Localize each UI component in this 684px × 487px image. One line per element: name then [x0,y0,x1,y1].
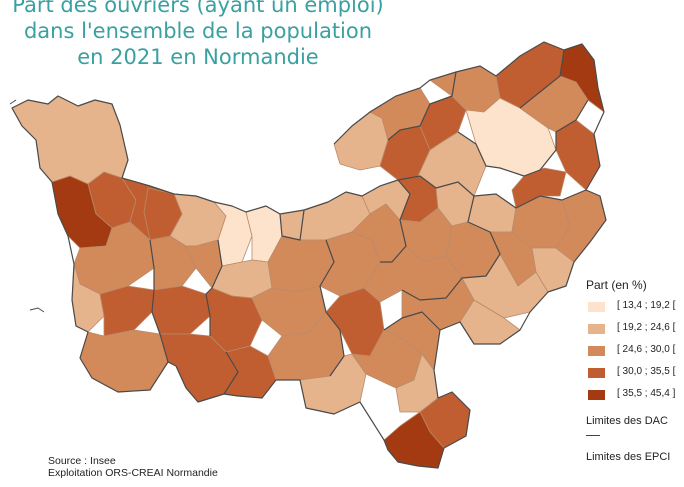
dac-boundary-interior-2 [205,239,223,336]
legend-epci-label: Limites des EPCI [586,451,671,463]
dac-boundary-interior-8 [457,99,589,177]
dac-boundary-interior-11 [279,209,305,241]
dac-boundary-interior-10 [563,43,605,191]
title-line-3: en 2021 en Normandie [77,45,319,69]
legend-dac-line [586,435,600,436]
source-note: Source : Insee Exploitation ORS-CREAI No… [48,455,218,479]
epci-le-havre [333,111,389,171]
epci-mortain [151,285,211,335]
source-line-2: Exploitation ORS-CREAI Normandie [48,467,218,479]
source-line-1: Source : Insee [48,455,116,467]
legend-dac-label: Limites des DAC [586,415,668,427]
legend-swatch-5 [588,390,605,400]
legend-label-5: [ 35,5 ; 45,4 ] [617,388,676,399]
dac-boundary-interior-12 [223,351,239,395]
dac-boundary-manche [11,95,607,469]
dac-boundary-interior-7 [387,71,457,141]
map-legend: Part (en %) [ 13,4 ; 19,2 [ [ 19,2 ; 24,… [586,278,675,481]
legend-class-4: [ 30,0 ; 35,5 [ [586,365,675,387]
legend-swatch-1 [588,302,605,312]
legend-label-3: [ 24,6 ; 30,0 [ [617,344,676,355]
legend-class-1: [ 13,4 ; 19,2 [ [586,299,675,321]
legend-label-1: [ 13,4 ; 19,2 [ [617,300,676,311]
title-line-1: Part des ouvriers (ayant un emploi) [12,0,384,17]
legend-class-5: [ 35,5 ; 45,4 ] [586,387,675,409]
legend-title: Part (en %) [586,278,647,292]
island-marker-north [9,99,17,105]
dac-boundary-interior-5 [401,195,501,301]
dac-boundary-interior-1 [149,239,169,363]
legend-swatch-4 [588,368,605,378]
coastline-north [333,41,565,145]
dac-boundary-interior-6 [383,311,441,331]
dac-boundary-interior-9 [519,49,565,109]
title-line-2: dans l'ensemble de la population [23,19,373,43]
legend-epci-boundary: Limites des EPCI [586,451,670,481]
epci-cotentin [11,95,129,185]
island-marker [29,307,45,313]
epci-avranches [99,285,155,337]
dac-boundary-interior-4 [380,179,411,263]
map-title: Part des ouvriers (ayant un emploi) dans… [0,0,396,70]
epci-lyons [511,167,567,209]
legend-dac-boundary: Limites des DAC [586,415,670,445]
legend-label-2: [ 19,2 ; 24,6 [ [617,322,676,333]
legend-class-3: [ 24,6 ; 30,0 [ [586,343,675,365]
dac-boundary-interior-3 [319,239,345,377]
legend-label-4: [ 30,0 ; 35,5 [ [617,366,676,377]
legend-class-2: [ 19,2 ; 24,6 [ [586,321,675,343]
legend-swatch-3 [588,346,605,356]
legend-swatch-2 [588,324,605,334]
